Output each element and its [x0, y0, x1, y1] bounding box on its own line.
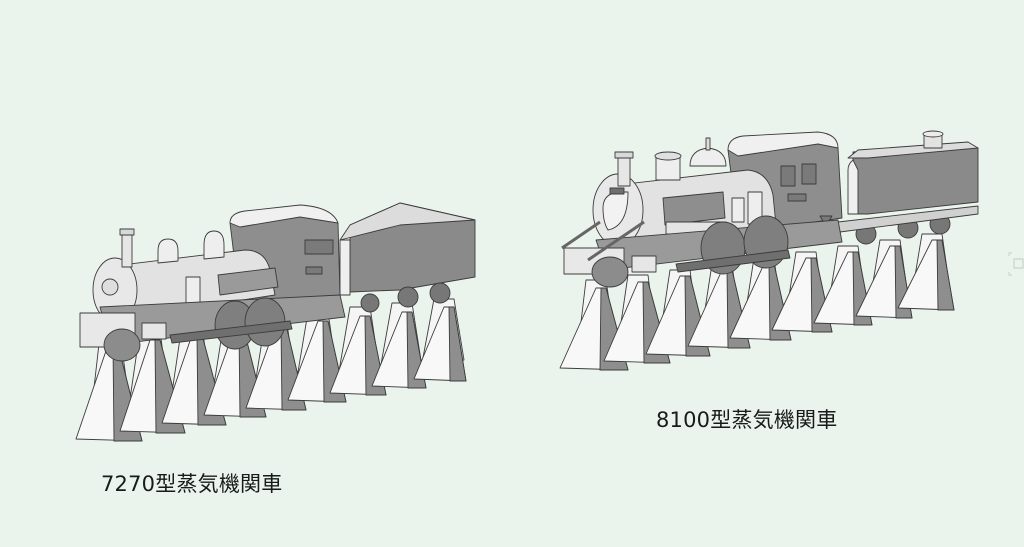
- display-stand-piers-front: [75, 306, 467, 442]
- caption-7270-locomotive: 7270型蒸気機関車: [101, 472, 283, 496]
- caption-8100-locomotive: 8100型蒸気機関車: [656, 408, 838, 432]
- locomotive-8100-drawing: [559, 130, 979, 371]
- display-stand-piers-front: [559, 239, 955, 371]
- locomotive-model-8100: [548, 130, 988, 380]
- locomotive-model-7270: [70, 195, 490, 450]
- tender-8100: [837, 130, 979, 245]
- frame-corner-icon: [1008, 252, 1024, 276]
- running-gear-7270: [79, 294, 346, 362]
- boiler-7270: [92, 228, 279, 323]
- locomotive-7270-drawing: [75, 202, 476, 442]
- tender-7270: [339, 202, 476, 313]
- running-gear-8100: [561, 215, 843, 288]
